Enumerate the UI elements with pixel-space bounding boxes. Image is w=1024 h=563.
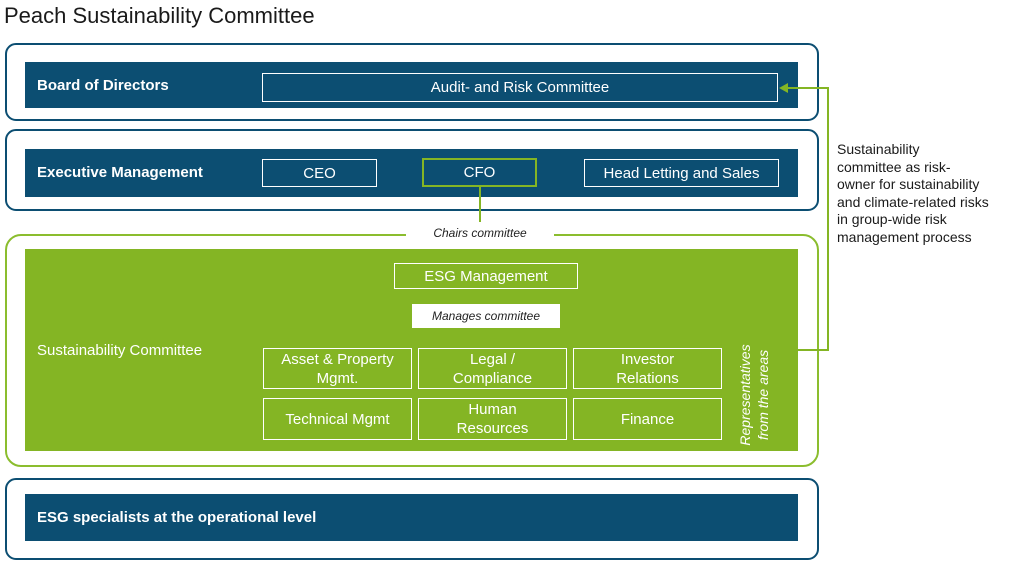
risk-owner-note: Sustainability committee as risk- owner … (837, 141, 989, 246)
executive-label: Executive Management (37, 164, 203, 181)
board-band (25, 62, 798, 108)
audit-risk-committee-box: Audit- and Risk Committee (262, 73, 778, 102)
representatives-label: Representatives from the areas (736, 325, 776, 465)
operational-label: ESG specialists at the operational level (37, 509, 317, 526)
head-letting-sales-box: Head Letting and Sales (584, 159, 779, 187)
manages-committee-tag: Manages committee (412, 304, 560, 328)
chairs-committee-tag: Chairs committee (406, 222, 554, 244)
note-line: Sustainability (837, 141, 920, 157)
note-line: and climate-related risks (837, 193, 989, 210)
operational-band (25, 494, 798, 541)
area-finance-box: Finance (573, 398, 722, 440)
area-technical-mgmt-box: Technical Mgmt (263, 398, 412, 440)
area-human-resources-box: Human Resources (418, 398, 567, 440)
representatives-line1: Representatives (737, 344, 753, 446)
esg-management-box: ESG Management (394, 263, 578, 289)
note-line: committee as risk- (837, 158, 951, 175)
area-investor-relations-box: Investor Relations (573, 348, 722, 389)
note-line: owner for sustainability (837, 176, 980, 192)
area-asset-property-box: Asset & Property Mgmt. (263, 348, 412, 389)
board-label: Board of Directors (37, 77, 169, 94)
cfo-box: CFO (422, 158, 537, 187)
representatives-line2: from the areas (755, 349, 771, 441)
sustainability-label: Sustainability Committee (37, 342, 203, 359)
executive-band (25, 149, 798, 197)
ceo-box: CEO (262, 159, 377, 187)
note-line: management process (837, 228, 972, 245)
area-legal-compliance-box: Legal / Compliance (418, 348, 567, 389)
page-title: Peach Sustainability Committee (4, 3, 315, 28)
note-line: in group-wide risk (837, 211, 947, 227)
